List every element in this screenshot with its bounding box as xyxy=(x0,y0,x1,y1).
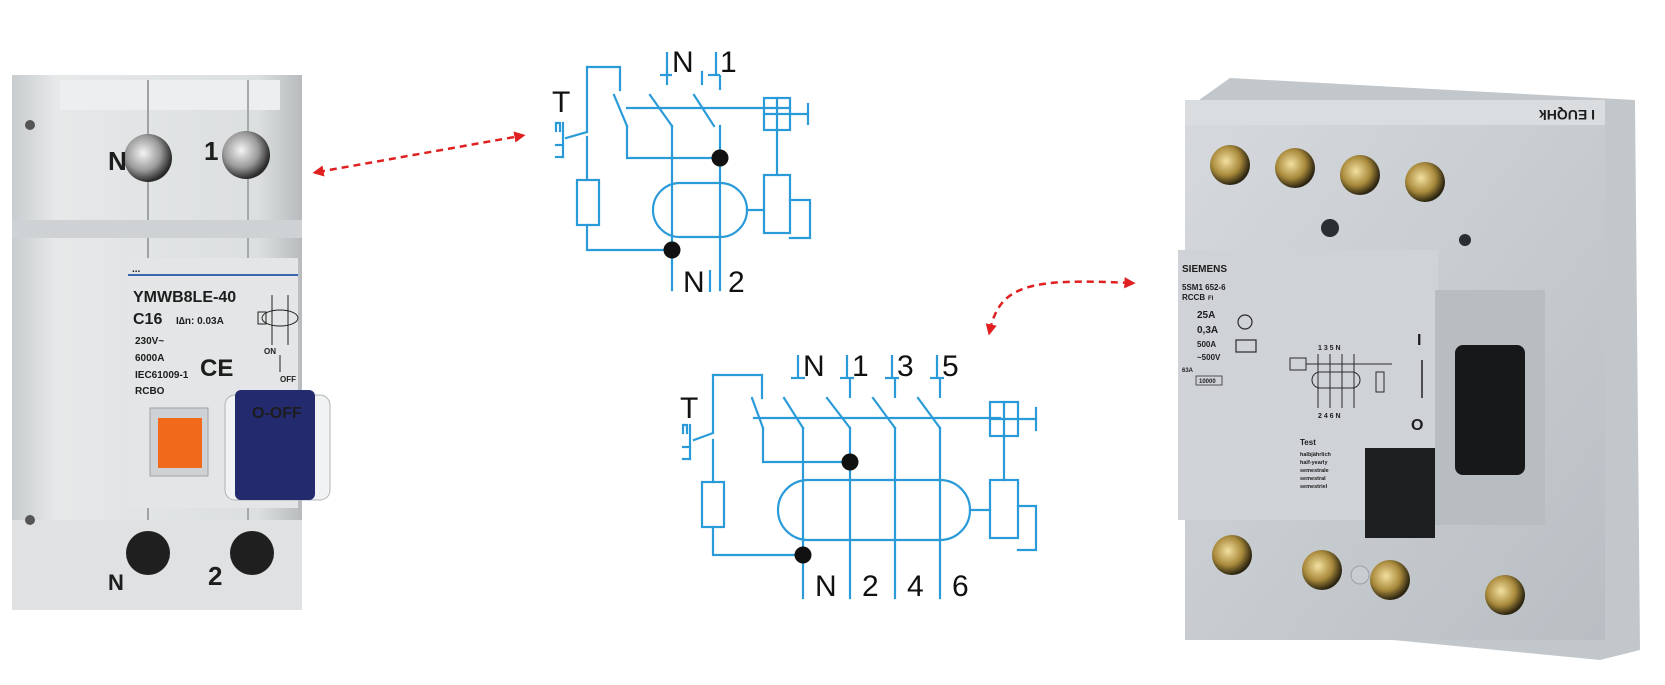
rccb-kind: RCCB xyxy=(1182,293,1205,302)
rccb-top-ridge xyxy=(1185,100,1605,125)
diagram-four-pole-wires xyxy=(681,373,1038,600)
diagram-two-pole-ticks xyxy=(660,52,722,292)
rcbo-off-label: OFF xyxy=(280,375,296,384)
rcbo-terminal-bottom-2: 2 xyxy=(208,561,222,591)
rcbo-ledge xyxy=(12,220,302,238)
screw-icon xyxy=(124,134,172,182)
rccb-schematic-bottom: 2 4 6 N xyxy=(1318,413,1341,420)
rcbo-model: YMWB8LE-40 xyxy=(133,289,236,306)
terminal-hole-icon xyxy=(230,531,274,575)
indicator-icon xyxy=(1321,219,1339,237)
diagram-four-pole-top-1: 1 xyxy=(852,350,869,383)
rccb-idn: 0,3A xyxy=(1197,325,1218,336)
junction-dot xyxy=(841,453,859,471)
rcbo-handle xyxy=(235,390,315,500)
rccb-part: 5SM1 652-6 xyxy=(1182,283,1226,292)
screw-icon xyxy=(222,131,270,179)
rccb-mini-schematic xyxy=(1289,354,1392,408)
link-arrow-right xyxy=(985,277,1136,336)
rccb-test-line: semestriel xyxy=(1300,484,1328,490)
rcbo-top-ridge xyxy=(60,80,280,110)
screw-icon xyxy=(1275,148,1315,188)
rccb-rating-small: 63A xyxy=(1182,368,1194,374)
rcbo-standard: IEC61009-1 xyxy=(135,370,189,381)
rcbo-terminal-bottom-n: N xyxy=(108,570,124,595)
rccb-kind-suffix: FI xyxy=(1208,296,1214,302)
screw-icon xyxy=(1212,535,1252,575)
indicator-icon xyxy=(1459,234,1471,246)
rcbo-device: N 1 ... YMWB8LE-40 C16 I∆n: 0.03A 230V~ … xyxy=(12,75,331,610)
rcbo-terminal-top-n: N xyxy=(108,146,127,176)
diagram-two-pole: T N 1 N 2 xyxy=(552,46,812,299)
diagram-two-pole-bottom-2: 2 xyxy=(728,266,745,299)
rcbo-handle-label: O-OFF xyxy=(252,405,302,422)
rccb-brand: SIEMENS xyxy=(1182,264,1227,275)
screw-icon xyxy=(1405,162,1445,202)
rcbo-type: RCBO xyxy=(135,386,165,397)
diagram-four-pole-t-label: T xyxy=(680,392,698,425)
clip-dot xyxy=(25,515,35,525)
clip-dot xyxy=(25,120,35,130)
rccb-test-title: Test xyxy=(1300,438,1316,447)
diagram-four-pole-bottom-6: 6 xyxy=(952,570,969,603)
test-button-icon xyxy=(158,418,202,468)
rccb-device: I EUQHk SIEMENS 5SM1 652-6 RCCB FI 25A 0… xyxy=(1178,78,1640,660)
rcbo-terminal-top-1: 1 xyxy=(204,136,218,166)
diagram-four-pole-top-3: 3 xyxy=(897,350,914,383)
diagram-four-pole-bottom-n: N xyxy=(815,570,837,603)
diagram-four-pole: T N 1 3 5 N 2 4 6 xyxy=(680,350,1038,603)
rcbo-breaking: 6000A xyxy=(135,353,164,364)
rcbo-voltage: 230V~ xyxy=(135,336,164,347)
rccb-sticker-frame xyxy=(1195,375,1223,386)
diagram-four-pole-top-n: N xyxy=(803,350,825,383)
rccb-off-symbol: O xyxy=(1411,417,1423,434)
junction-dot xyxy=(794,546,812,564)
sun-icon xyxy=(1237,314,1253,330)
rccb-sticker: 10000 xyxy=(1199,379,1216,385)
diagram-two-pole-top-1: 1 xyxy=(720,46,737,79)
rcbo-on-label: ON xyxy=(264,347,276,356)
terminal-hole-icon xyxy=(126,531,170,575)
rccb-test-line: semestrale xyxy=(1300,468,1329,474)
screw-icon xyxy=(1485,575,1525,615)
screw-icon xyxy=(1340,155,1380,195)
screw-icon xyxy=(1370,560,1410,600)
rccb-handle xyxy=(1455,345,1525,475)
diagram-two-pole-top-n: N xyxy=(672,46,694,79)
diagram-two-pole-t-label: T xyxy=(552,86,570,119)
diagram-four-pole-bottom-4: 4 xyxy=(907,570,924,603)
diagram-two-pole-bottom-n: N xyxy=(683,266,705,299)
rcbo-rating: C16 xyxy=(133,311,162,328)
screw-icon xyxy=(1302,550,1342,590)
link-arrow-left xyxy=(312,131,526,177)
junction-dot xyxy=(711,149,729,167)
rcbo-brand-plate: ... xyxy=(132,264,141,275)
diagram-four-pole-ticks xyxy=(791,355,944,398)
rccb-schematic-top: 1 3 5 N xyxy=(1318,345,1341,352)
rccb-on-symbol: I xyxy=(1417,332,1421,349)
screw-icon xyxy=(1210,145,1250,185)
rccb-in: 25A xyxy=(1197,310,1215,321)
rcbo-mini-schematic xyxy=(257,295,299,372)
rccb-test-line: semestral xyxy=(1300,476,1326,482)
indicator-icon xyxy=(1350,565,1370,585)
junction-dot xyxy=(663,241,681,259)
rcbo-residual: I∆n: 0.03A xyxy=(176,316,224,327)
rccb-test-button xyxy=(1365,448,1435,538)
diagram-two-pole-wires xyxy=(554,65,812,292)
rccb-im: 500A xyxy=(1197,340,1216,349)
diagram-four-pole-bottom-2: 2 xyxy=(862,570,879,603)
diagram-four-pole-top-5: 5 xyxy=(942,350,959,383)
rccb-test-line: halbjährlich xyxy=(1300,452,1332,458)
rccb-top-text: I EUQHk xyxy=(1539,107,1595,123)
wave-icon xyxy=(1235,339,1257,353)
ce-mark-icon: CE xyxy=(200,355,233,382)
rccb-test-line: half-yearly xyxy=(1300,460,1328,466)
rccb-un: ~500V xyxy=(1197,353,1221,362)
